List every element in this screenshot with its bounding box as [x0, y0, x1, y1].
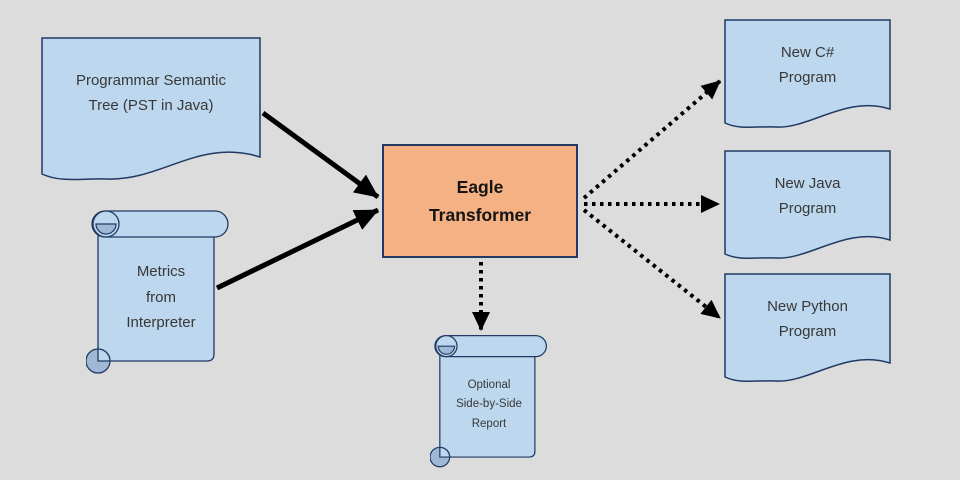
document-outline: [724, 19, 891, 128]
document-outline: [724, 273, 891, 382]
rectangle-outline: [382, 144, 578, 258]
document-shape-svg: [724, 150, 891, 259]
scroll-shape-svg: [430, 335, 547, 468]
scroll-bottom-curl-notch: [97, 348, 111, 362]
metrics-scroll: [86, 209, 230, 377]
scroll-shape-svg: [86, 210, 229, 374]
scroll-body: [439, 354, 536, 458]
scroll-top-curl-inner: [95, 223, 117, 235]
scroll-body: [97, 234, 215, 362]
document-shape-svg: [724, 19, 891, 128]
java-program-document: [724, 150, 892, 264]
pst-document: [41, 37, 262, 187]
document-shape-svg: [41, 37, 261, 181]
rectangle-shape-svg: [382, 144, 578, 258]
scroll-top-curl-inner: [437, 345, 456, 355]
scroll-top-roll: [434, 335, 547, 358]
document-outline: [41, 37, 261, 181]
edge-transformer-to-python: [582, 208, 722, 320]
scroll-bottom-curl-notch: [439, 446, 451, 458]
scroll-top-roll: [91, 210, 229, 238]
report-scroll: [430, 334, 548, 470]
document-outline: [724, 150, 891, 259]
python-program-document: [724, 273, 892, 387]
edge-metrics-to-transformer: [215, 207, 380, 291]
edge-pst-to-transformer: [261, 110, 380, 200]
csharp-program-document: [724, 19, 892, 133]
document-shape-svg: [724, 273, 891, 382]
eagle-transformer-box: [382, 144, 578, 258]
edge-transformer-to-csharp: [582, 79, 722, 200]
